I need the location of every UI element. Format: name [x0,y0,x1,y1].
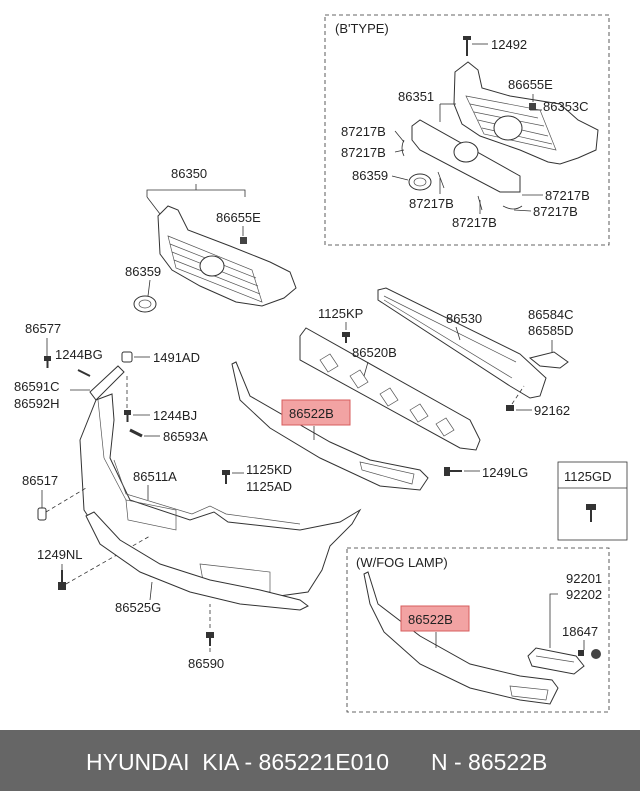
lower-lip-86522b [231,361,429,491]
label-1125kp: 1125KP [318,306,363,321]
fog-inset-box [346,547,610,713]
btype-inset-box [324,14,610,246]
bolt-1125kd [222,470,230,484]
nut-86655e-top [529,103,536,110]
btype-molding [411,119,521,193]
clip-86593a [129,428,143,438]
label-86522b-fog: 86522B [408,612,453,627]
label-86655e-top: 86655E [508,77,553,92]
label-86359: 86359 [125,264,161,279]
label-87217b-2: 87217B [341,145,386,160]
screw-1244bj [124,410,131,422]
footer-part-number: HYUNDAI KIA - 865221E010 [86,749,389,775]
bulb-18647 [578,649,601,659]
label-86655e: 86655E [216,210,261,225]
label-18647: 18647 [562,624,598,639]
highlight-86522b-fog [400,605,470,632]
label-86584c: 86584C [528,307,574,322]
label-86511a: 86511A [133,469,177,484]
label-86522b-main: 86522B [289,406,334,421]
bolt-1125kp [342,332,350,343]
label-86359-top: 86359 [352,168,388,183]
label-86353c: 86353C [543,99,589,114]
label-87217b-3: 87217B [409,196,454,211]
label-1125ad: 1125AD [246,479,292,494]
fog-lower-lip-86522b [363,571,559,705]
label-86350: 86350 [171,166,207,181]
label-87217b-1: 87217B [341,124,386,139]
box-1125gd [557,461,628,541]
main-grille-86350 [157,205,297,307]
clip-86590 [206,632,214,646]
label-86517: 86517 [22,473,58,488]
clip-86577 [44,356,51,368]
label-92162: 92162 [534,403,570,418]
screw-1249nl [58,570,66,590]
label-86585d: 86585D [528,323,574,338]
lower-strip-86525g [85,511,309,611]
bracket-86591c [89,365,125,401]
label-87217b-4: 87217B [452,215,497,230]
label-1125kd: 1125KD [246,462,292,477]
label-86590: 86590 [188,656,224,671]
nut-1491ad [121,351,133,363]
parts-diagram: (B'TYPE) 12492 86655E 86351 86353C 87217… [14,14,628,713]
screw-92162 [506,405,514,411]
label-86525g: 86525G [115,600,161,615]
label-92201: 92201 [566,571,602,586]
bracket-86584c [528,351,569,369]
btype-grille [453,61,599,165]
bumper-beam-86530 [377,287,547,399]
label-1244bj: 1244BJ [153,408,197,423]
fog-title: (W/FOG LAMP) [356,555,448,570]
btype-emblem [408,173,432,191]
label-1244bg: 1244BG [55,347,103,362]
label-86351: 86351 [398,89,434,104]
label-87217b-5: 87217B [545,188,590,203]
label-86520b: 86520B [352,345,397,360]
cap-86517 [37,507,47,521]
label-86593a: 86593A [163,429,208,444]
label-87217b-6: 87217B [533,204,578,219]
label-92202: 92202 [566,587,602,602]
footer-reference: N - 86522B [431,749,548,775]
screw-1249lg [444,467,462,476]
nut-86655e [240,237,247,244]
label-1249lg: 1249LG [482,465,528,480]
label-86530: 86530 [446,311,482,326]
screw-1244bg [77,369,91,377]
label-1249nl: 1249NL [37,547,83,562]
absorber-86520b [299,327,481,451]
emblem-86359 [133,295,157,313]
highlight-86522b-main [281,399,351,426]
footer-bar: HYUNDAI KIA - 865221E010 N - 86522B [0,730,640,791]
label-1491ad: 1491AD [153,350,200,365]
label-86592h: 86592H [14,396,60,411]
btype-title: (B'TYPE) [335,21,389,36]
screw-12492 [463,36,471,56]
fog-lamp [527,647,585,675]
label-86591c: 86591C [14,379,60,394]
fastener-1125gd [586,504,596,522]
label-1125gd: 1125GD [564,469,611,484]
label-12492: 12492 [491,37,527,52]
label-86577: 86577 [25,321,61,336]
